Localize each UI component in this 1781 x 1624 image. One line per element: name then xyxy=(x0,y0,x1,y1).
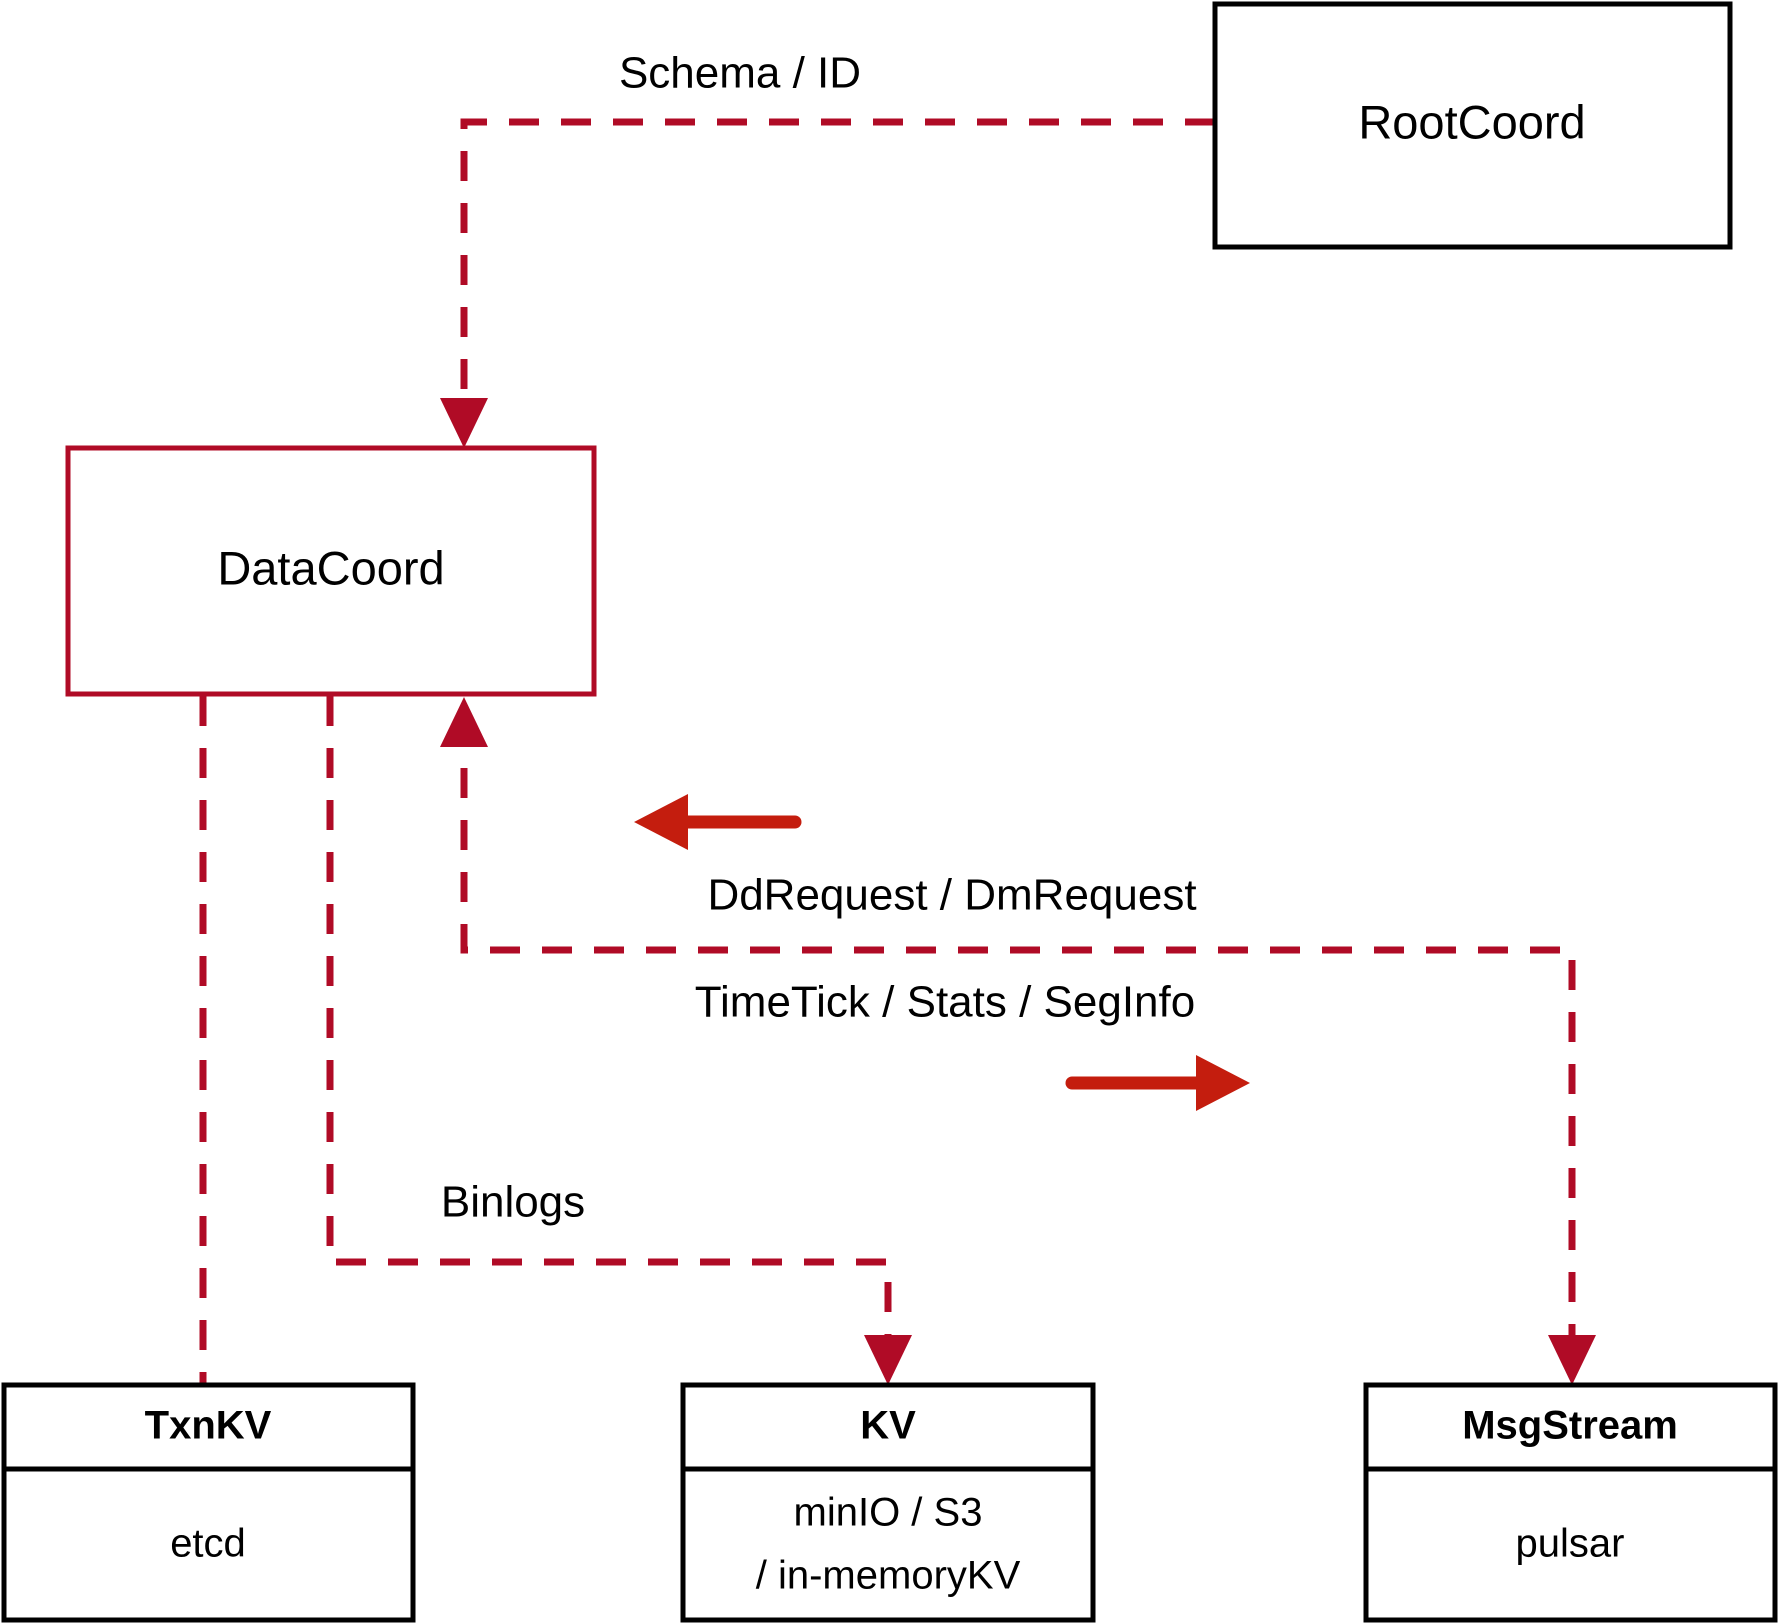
node-rootcoord-label: RootCoord xyxy=(1358,95,1585,148)
arrow-head-down-kv xyxy=(864,1335,912,1385)
edge-label-timetick-stats-seginfo: TimeTick / Stats / SegInfo xyxy=(695,978,1195,1027)
node-txnkv[interactable]: TxnKV etcd xyxy=(1,1382,416,1623)
node-datacoord-label: DataCoord xyxy=(217,541,444,594)
node-datacoord-box[interactable] xyxy=(65,445,597,697)
node-msgstream-impl: pulsar xyxy=(1516,1522,1625,1566)
node-kv[interactable]: KV minIO / S3 / in-memoryKV xyxy=(680,1382,1096,1623)
direction-arrow-outbound-head xyxy=(1196,1055,1250,1111)
node-kv-box[interactable] xyxy=(680,1382,1096,1623)
edge-binlogs-path xyxy=(326,696,892,1365)
node-msgstream-title: MsgStream xyxy=(1462,1404,1678,1448)
node-kv-impl-line1: minIO / S3 xyxy=(794,1491,983,1535)
edge-label-schema-id: Schema / ID xyxy=(619,49,861,98)
edge-label-dd-dm-request: DdRequest / DmRequest xyxy=(707,871,1196,920)
node-txnkv-title: TxnKV xyxy=(145,1404,272,1448)
node-msgstream-box[interactable] xyxy=(1363,1382,1778,1623)
node-rootcoord[interactable]: RootCoord xyxy=(1212,1,1733,250)
edge-msgstream-datacoord-path xyxy=(460,716,1576,1365)
node-kv-title: KV xyxy=(860,1404,916,1448)
edge-label-binlogs: Binlogs xyxy=(441,1178,585,1227)
node-datacoord[interactable]: DataCoord xyxy=(65,445,597,697)
direction-arrow-inbound-head xyxy=(634,794,688,850)
edge-schema-id-path xyxy=(460,118,1215,430)
arrow-head-down-msgstream xyxy=(1548,1335,1596,1385)
node-txnkv-impl: etcd xyxy=(170,1522,246,1566)
edge-binlogs: Binlogs xyxy=(326,696,912,1385)
arrow-head-down-datacoord xyxy=(440,398,488,448)
node-txnkv-box[interactable] xyxy=(1,1382,416,1623)
edge-schema-id: Schema / ID xyxy=(440,49,1215,448)
edge-msgstream-datacoord: DdRequest / DmRequest TimeTick / Stats /… xyxy=(440,697,1596,1385)
node-rootcoord-box[interactable] xyxy=(1212,1,1733,250)
arrow-head-up-datacoord xyxy=(440,697,488,747)
node-kv-impl-line2: / in-memoryKV xyxy=(756,1554,1021,1598)
node-msgstream[interactable]: MsgStream pulsar xyxy=(1363,1382,1778,1623)
